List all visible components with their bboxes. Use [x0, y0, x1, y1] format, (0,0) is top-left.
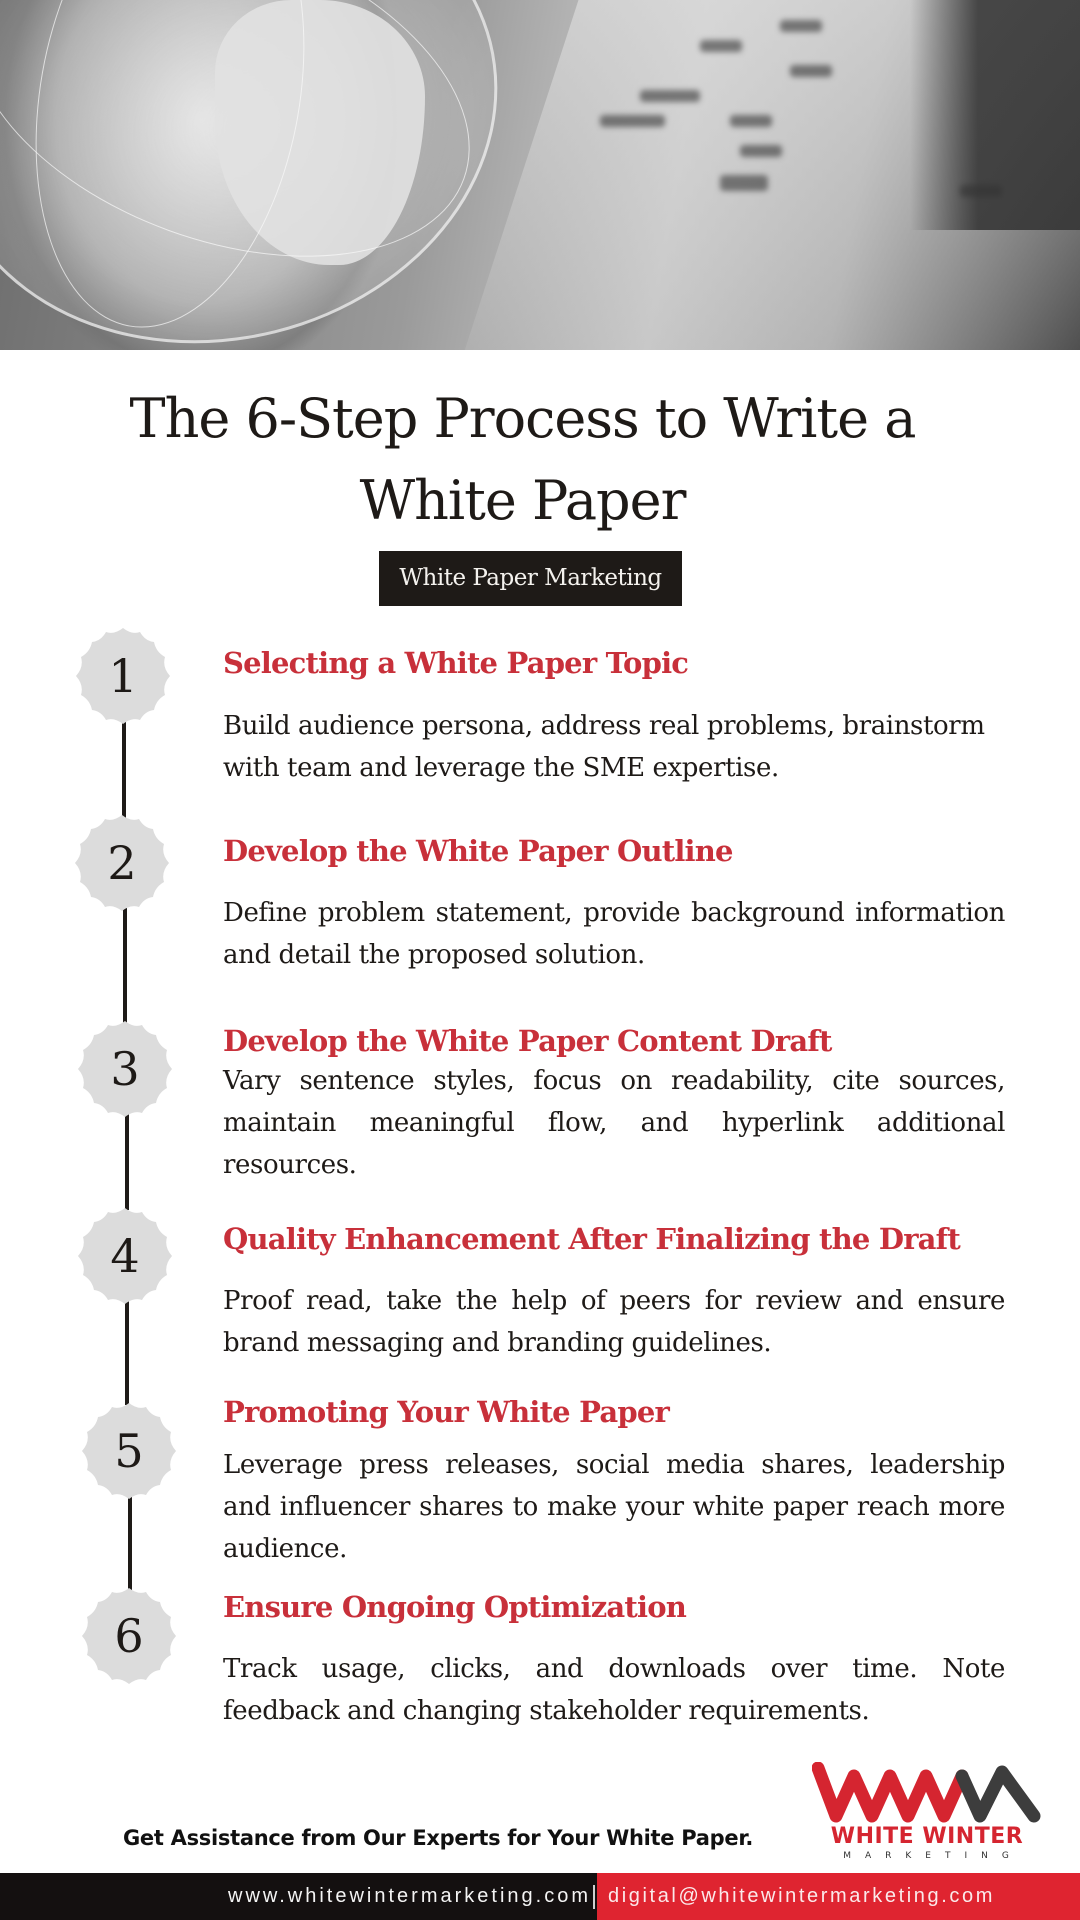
page-title: The 6-Step Process to Write a White Pape…	[80, 378, 965, 542]
brand-logo: WHITE WINTER MARKETING	[811, 1761, 1042, 1868]
continent-shape	[215, 0, 425, 265]
call-to-action: Get Assistance from Our Experts for Your…	[123, 1826, 754, 1850]
timeline-connector	[125, 1110, 129, 1210]
title-line-1: The 6-Step Process to Write a	[129, 387, 917, 450]
logo-wordmark: WHITE WINTER	[830, 1824, 1024, 1849]
scalloped-badge-icon	[76, 628, 170, 724]
step-title-1: Selecting a White Paper Topic	[223, 646, 689, 680]
timeline-connector	[122, 720, 126, 820]
title-line-2: White Paper	[359, 469, 687, 532]
step-number: 4	[110, 1229, 140, 1283]
step-number: 1	[108, 649, 138, 703]
step-badge-6: 6	[78, 1585, 180, 1687]
timeline-connector	[123, 908, 127, 1023]
website-link[interactable]: www.whitewintermarketing.com	[228, 1885, 591, 1907]
timeline-connector	[125, 1300, 129, 1405]
logo-subtitle: MARKETING	[843, 1851, 1023, 1861]
step-title-2: Develop the White Paper Outline	[223, 834, 734, 868]
step-number: 2	[107, 836, 137, 890]
step-title-3: Develop the White Paper Content Draft	[223, 1024, 832, 1058]
step-number: 3	[110, 1042, 140, 1096]
step-number: 5	[114, 1424, 144, 1478]
step-badge-3: 3	[74, 1018, 176, 1120]
step-title-6: Ensure Ongoing Optimization	[223, 1590, 687, 1624]
separator	[593, 1885, 595, 1909]
timeline-connector	[128, 1495, 132, 1595]
step-description-6: Track usage, clicks, and downloads over …	[223, 1654, 1005, 1726]
contact-bar: www.whitewintermarketing.com digital@whi…	[0, 1873, 1080, 1920]
scalloped-badge-icon	[78, 1208, 172, 1304]
step-badge-1: 1	[72, 625, 174, 727]
step-description-5: Leverage press releases, social media sh…	[223, 1450, 1005, 1564]
step-badge-2: 2	[71, 812, 173, 914]
step-description-3: Vary sentence styles, focus on readabili…	[223, 1066, 1005, 1180]
scalloped-badge-icon	[75, 815, 169, 911]
scalloped-badge-icon	[82, 1588, 176, 1684]
step-title-5: Promoting Your White Paper	[223, 1395, 670, 1429]
step-badge-4: 4	[74, 1205, 176, 1307]
step-badge-5: 5	[78, 1400, 180, 1502]
step-title-4: Quality Enhancement After Finalizing the…	[223, 1222, 961, 1256]
hero-image	[0, 0, 1080, 350]
email-link[interactable]: digital@whitewintermarketing.com	[608, 1885, 995, 1907]
wwm-logo-icon	[811, 1761, 1041, 1823]
category-tag: White Paper Marketing	[379, 551, 682, 606]
scalloped-badge-icon	[82, 1403, 176, 1499]
step-description-2: Define problem statement, provide backgr…	[223, 898, 1005, 970]
step-description-4: Proof read, take the help of peers for r…	[223, 1286, 1005, 1358]
step-number: 6	[114, 1609, 144, 1663]
contact-bar-red-segment	[597, 1873, 1080, 1920]
step-description-1: Build audience persona, address real pro…	[223, 711, 985, 783]
scalloped-badge-icon	[78, 1021, 172, 1117]
